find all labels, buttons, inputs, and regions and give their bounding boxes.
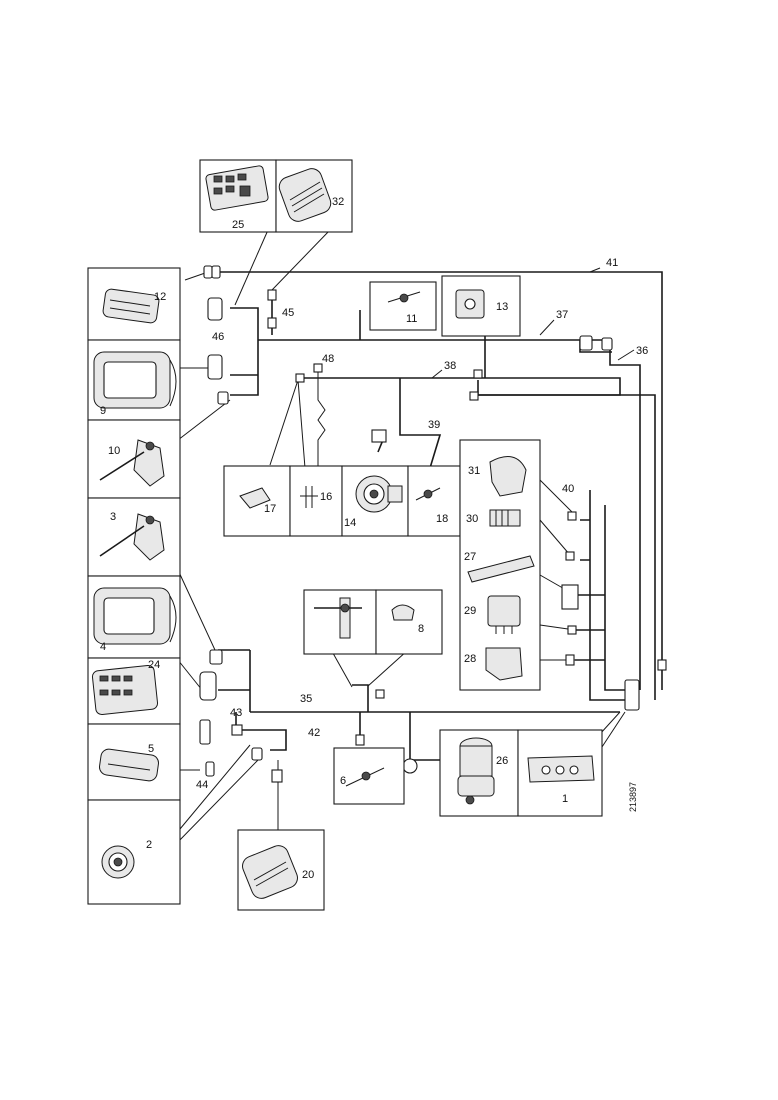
component-10-panel: 10: [87, 419, 181, 499]
label-42: 42: [308, 727, 320, 739]
component-3-panel: 3: [87, 497, 181, 577]
label-12: 12: [154, 291, 166, 303]
component-27: 27: [464, 551, 535, 583]
label-44: 44: [196, 779, 208, 791]
label-32: 32: [332, 196, 344, 208]
component-32-panel: 32: [275, 159, 353, 233]
label-37: 37: [556, 309, 568, 321]
label-36: 36: [636, 345, 648, 357]
label-30: 30: [466, 513, 478, 525]
component-sensor-panel: [303, 589, 377, 655]
connectors: [199, 265, 667, 783]
label-13: 13: [496, 301, 508, 313]
label-48: 48: [322, 353, 334, 365]
component-8-panel: 8: [375, 589, 443, 655]
label-28: 28: [464, 653, 476, 665]
label-4: 4: [100, 641, 106, 653]
component-16-panel: 16: [289, 465, 343, 537]
wire-labels: 41 45 46 37 36 48 38 39 40 35 42 43 44: [196, 257, 648, 791]
label-27: 27: [464, 551, 476, 563]
label-35: 35: [300, 693, 312, 705]
label-5: 5: [148, 743, 154, 755]
component-25-panel: 25: [199, 159, 277, 233]
label-9: 9: [100, 405, 106, 417]
component-18-panel: 18: [407, 465, 461, 537]
label-3: 3: [110, 511, 116, 523]
label-2: 2: [146, 839, 152, 851]
component-12-panel: 12: [87, 267, 181, 341]
label-18: 18: [436, 513, 448, 525]
component-24-panel: 24: [87, 657, 181, 725]
label-8: 8: [418, 623, 424, 635]
component-1-panel: 1: [517, 729, 603, 817]
label-29: 29: [464, 605, 476, 617]
component-20-panel: 20: [237, 829, 325, 911]
component-4-panel: 4: [87, 575, 181, 659]
label-40: 40: [562, 483, 574, 495]
label-1: 1: [562, 793, 568, 805]
component-29: 29: [464, 595, 521, 634]
label-17: 17: [264, 503, 276, 515]
label-6: 6: [340, 775, 346, 787]
component-2-panel: 2: [87, 799, 181, 905]
label-31: 31: [468, 465, 480, 477]
label-25: 25: [232, 219, 244, 231]
label-11: 11: [406, 313, 417, 325]
component-28: 28: [464, 647, 523, 681]
component-6-panel: 6: [333, 747, 405, 805]
label-41: 41: [606, 257, 618, 269]
component-9-panel: 9: [87, 339, 181, 421]
component-5-panel: 5: [87, 723, 181, 801]
label-39: 39: [428, 419, 440, 431]
label-16: 16: [320, 491, 332, 503]
component-13-panel: 13: [441, 275, 521, 337]
component-31: 31: [468, 456, 527, 497]
label-46: 46: [212, 331, 224, 343]
component-30: 30: [466, 509, 521, 527]
reference-number: 213897: [628, 782, 638, 812]
label-43: 43: [230, 707, 242, 719]
component-11-panel: 11: [369, 281, 437, 331]
label-10: 10: [108, 445, 120, 457]
label-38: 38: [444, 360, 456, 372]
label-14: 14: [344, 517, 356, 529]
component-17-panel: 17: [223, 465, 291, 537]
label-45: 45: [282, 307, 294, 319]
label-24: 24: [148, 659, 160, 671]
label-20: 20: [302, 869, 314, 881]
component-14-panel: 14: [341, 465, 409, 537]
component-26-panel: 26: [439, 729, 519, 817]
label-26: 26: [496, 755, 508, 767]
